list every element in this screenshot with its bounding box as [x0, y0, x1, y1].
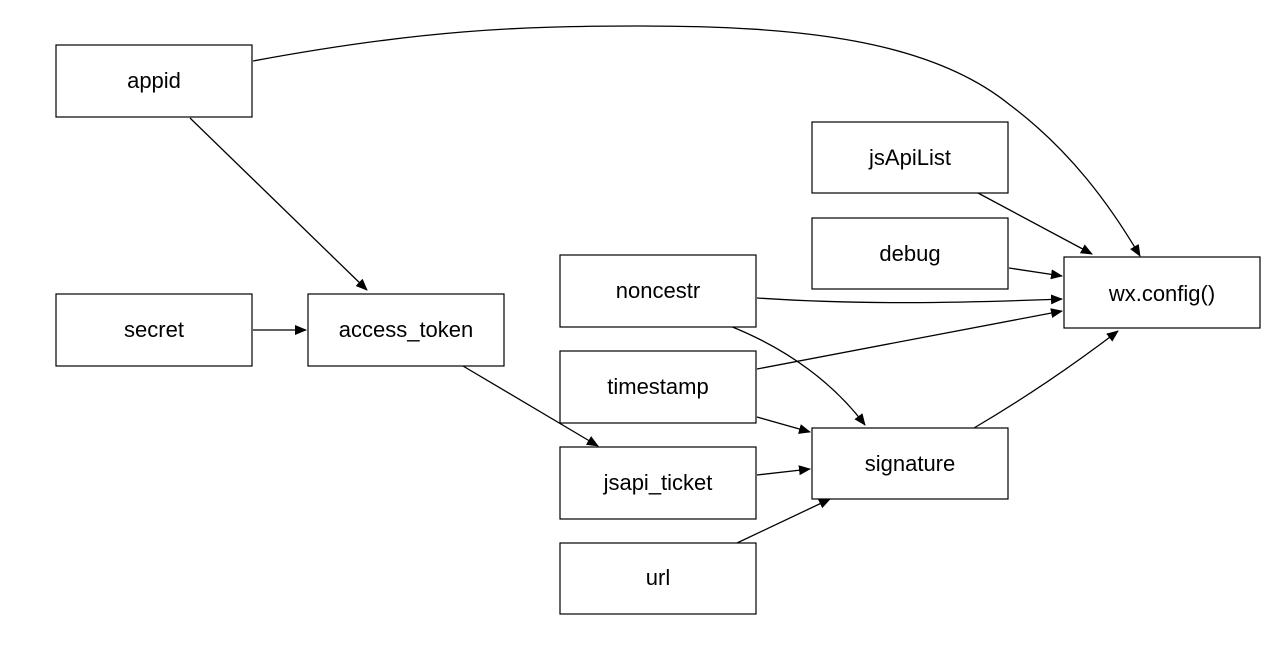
node-noncestr-label: noncestr	[616, 278, 700, 303]
node-jsapilist: jsApiList	[811, 121, 1009, 194]
node-access-token: access_token	[307, 293, 505, 367]
node-wx-config-label: wx.config()	[1108, 281, 1215, 306]
node-timestamp-label: timestamp	[607, 374, 708, 399]
edge-noncestr-to-signature	[729, 325, 866, 426]
node-access-token-label: access_token	[339, 317, 474, 342]
node-appid-label: appid	[127, 68, 181, 93]
node-debug: debug	[811, 217, 1009, 290]
node-url: url	[559, 542, 757, 615]
edge-url-to-signature	[736, 498, 831, 544]
edge-jsapilist-to-wx-config	[977, 192, 1093, 255]
edge-timestamp-to-signature	[756, 416, 811, 434]
node-jsapilist-label: jsApiList	[868, 145, 951, 170]
node-jsapi-ticket: jsapi_ticket	[559, 446, 757, 520]
edge-appid-to-wx-config	[252, 25, 1141, 257]
edge-jsapi-ticket-to-signature	[756, 465, 811, 476]
edge-timestamp-to-wx-config	[756, 308, 1063, 370]
node-signature-label: signature	[865, 451, 956, 476]
edges	[189, 25, 1141, 544]
node-noncestr: noncestr	[559, 254, 757, 328]
node-appid: appid	[55, 44, 253, 118]
edge-appid-to-access-token	[189, 117, 368, 291]
node-jsapi-ticket-label: jsapi_ticket	[603, 470, 713, 495]
node-timestamp: timestamp	[559, 350, 757, 424]
node-debug-label: debug	[879, 241, 940, 266]
edge-noncestr-to-wx-config	[756, 294, 1063, 305]
edge-debug-to-wx-config	[1008, 267, 1063, 280]
node-signature: signature	[811, 427, 1009, 500]
node-secret: secret	[55, 293, 253, 367]
edge-signature-to-wx-config	[973, 330, 1119, 429]
edge-access-token-to-jsapi-ticket	[462, 365, 599, 447]
nodes: appid secret access_token noncestr times…	[55, 44, 1261, 615]
node-url-label: url	[646, 565, 670, 590]
node-secret-label: secret	[124, 317, 184, 342]
node-wx-config: wx.config()	[1063, 256, 1261, 329]
